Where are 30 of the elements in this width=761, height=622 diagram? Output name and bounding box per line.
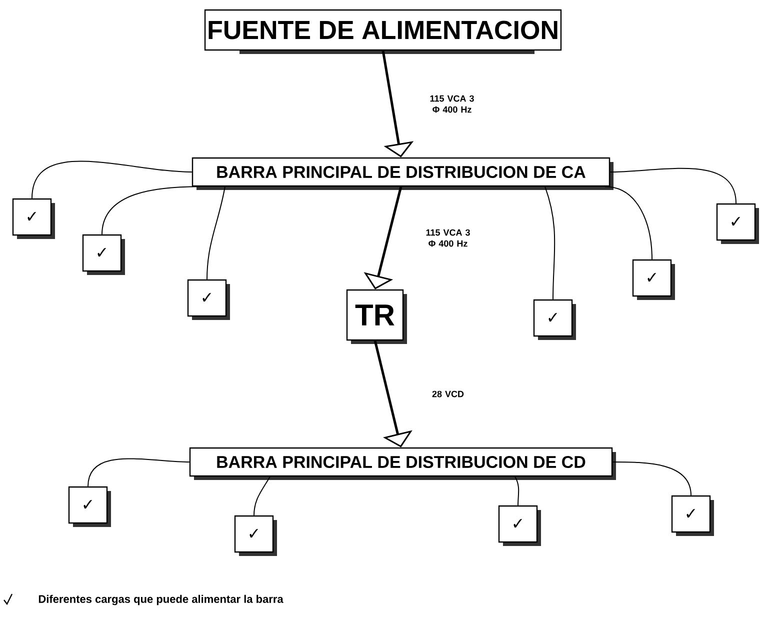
- connector-line: [612, 462, 692, 496]
- load-box: ✓: [671, 495, 714, 536]
- connector-line: [604, 186, 652, 260]
- edge-label: 28 VCD: [432, 390, 464, 398]
- connector-line: [610, 168, 736, 204]
- load-box: ✓: [234, 515, 277, 556]
- connector-line: [88, 458, 190, 487]
- transformer-box: TR: [346, 289, 407, 344]
- legend-text: Diferentes cargas que puede alimentar la barra: [38, 594, 284, 606]
- connector-line: [32, 160, 192, 199]
- title-box: FUENTE DE ALIMENTACION: [204, 9, 562, 54]
- arrow: [374, 340, 412, 448]
- load-box: ✓: [716, 203, 759, 244]
- load-box: ✓: [632, 259, 675, 300]
- connector-line: [514, 476, 520, 506]
- connector-line: [544, 186, 556, 300]
- load-box: ✓: [187, 279, 230, 320]
- load-box: ✓: [533, 299, 576, 340]
- load-box: ✓: [82, 234, 125, 275]
- load-box: ✓: [68, 486, 111, 527]
- connector-line: [206, 186, 226, 280]
- bus-bar-box: BARRA PRINCIPAL DE DISTRIBUCION DE CD: [189, 447, 616, 480]
- bus-bar-box: BARRA PRINCIPAL DE DISTRIBUCION DE CA: [192, 157, 614, 190]
- arrow: [382, 50, 414, 158]
- load-box: ✓: [12, 198, 55, 239]
- connector-line: [254, 476, 270, 516]
- edge-label: 115 VCA 3 Φ 400 Hz: [426, 229, 470, 247]
- edge-label: 115 VCA 3 Φ 400 Hz: [430, 95, 474, 113]
- load-box: ✓: [498, 505, 541, 546]
- connector-line: [102, 186, 200, 235]
